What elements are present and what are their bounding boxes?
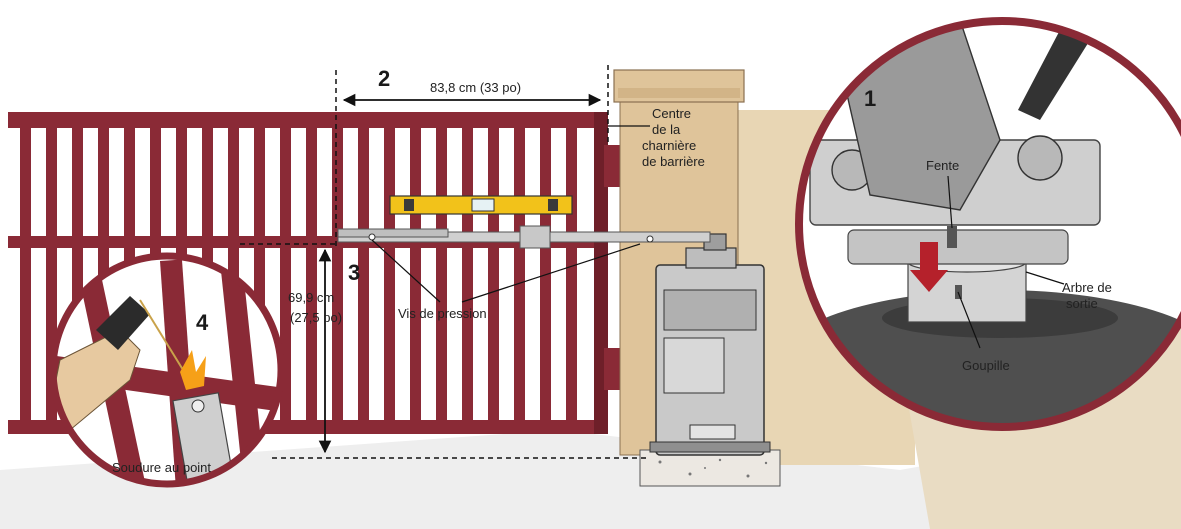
gate-bar [566, 112, 577, 434]
gate-bar [72, 112, 83, 434]
hinge-center-line-4: de barrière [642, 154, 705, 169]
gate-operator [649, 233, 771, 456]
gate-bar [410, 112, 421, 434]
weld-spark [180, 350, 206, 390]
operator-arm [337, 225, 711, 249]
post-cap-band [618, 88, 740, 98]
gate-bar [280, 112, 291, 434]
clamp-bolt-right [1017, 135, 1063, 181]
width-measure-label: 83,8 cm (33 po) [430, 80, 521, 95]
output-shaft-line-2: sortie [1066, 296, 1098, 311]
pin-leader [957, 291, 981, 349]
level-bubble [471, 198, 495, 212]
step-4: 4 [196, 310, 209, 335]
hinge-center-line-3: charnière [642, 138, 696, 153]
weld-bracket-screw [191, 399, 205, 413]
height-measure-in: (27,5 po) [290, 310, 342, 325]
gate-bar [46, 112, 57, 434]
gate-bar [306, 112, 317, 434]
arm-screw-1 [368, 233, 376, 241]
operator-gearbox [685, 247, 737, 269]
slot-mark [947, 226, 957, 248]
gate-bar [488, 112, 499, 434]
tack-weld-label: Soudure au point [112, 460, 211, 475]
operator-terminal [689, 424, 736, 440]
arm-hub [847, 229, 1069, 265]
ground-shadow [0, 420, 1181, 529]
operator-base [649, 441, 771, 453]
pin-label: Goupille [962, 358, 1010, 373]
step-3: 3 [348, 260, 360, 285]
operator-motor [663, 289, 757, 331]
concrete-pad [639, 449, 781, 487]
gate-bar [462, 112, 473, 434]
hinge-center-line-1: Centre [652, 106, 691, 121]
gate-bar [332, 112, 343, 434]
weld-bar-3 [220, 259, 266, 484]
gate-bar [514, 112, 525, 434]
lower-hinge [604, 348, 620, 390]
arm-clamp [519, 225, 551, 249]
gate-bar [540, 112, 551, 434]
gate-bar [436, 112, 447, 434]
height-measure-cm: 69,9 cm [288, 290, 334, 305]
upper-hinge [604, 145, 620, 187]
slot-label: Fente [926, 158, 959, 173]
gate-bar [358, 112, 369, 434]
step-1: 1 [864, 86, 876, 111]
set-screw-leader-2 [461, 243, 641, 303]
hinge-center-line-2: de la [652, 122, 681, 137]
arrow-down-icon [910, 242, 948, 292]
screwdriver-shaft [1018, 30, 1090, 120]
step-2: 2 [378, 66, 390, 91]
operator-control-box [663, 337, 725, 394]
welding-torch [96, 296, 150, 350]
callout-4-border [49, 252, 285, 488]
level-tool [389, 195, 573, 215]
set-screw-leader-1 [371, 239, 441, 303]
gate-bar [254, 112, 265, 434]
tack-weld-callout: 4 Soudure au point [49, 252, 285, 488]
output-shaft-line-1: Arbre de [1062, 280, 1112, 295]
level-end-vial [404, 199, 414, 211]
arm-screw-2 [646, 235, 654, 243]
gate-bar [20, 112, 31, 434]
arm-bracket [337, 228, 449, 238]
callout-1-border [795, 17, 1181, 431]
level-end-vial-2 [548, 199, 558, 211]
slot-leader [947, 175, 953, 229]
gate-bar [384, 112, 395, 434]
gate-bar [228, 112, 239, 434]
concrete-texture [658, 458, 768, 478]
welding-rod [139, 299, 189, 379]
output-shaft-leader [1025, 271, 1065, 285]
set-screws-label: Vis de pression [398, 306, 487, 321]
